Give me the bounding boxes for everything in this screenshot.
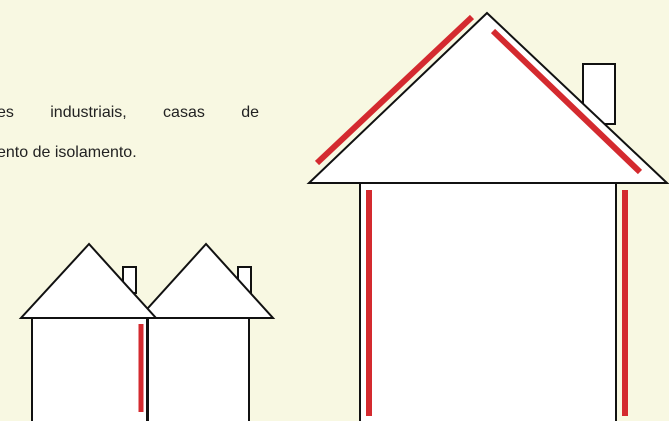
small-house-right bbox=[136, 242, 276, 421]
body-text-line-1: es industriais, casas de bbox=[0, 104, 259, 121]
large-house bbox=[306, 11, 669, 421]
body-text-line-2: ento de isolamento. bbox=[0, 144, 137, 161]
roof-insulation-left bbox=[314, 14, 475, 166]
small-house-left bbox=[18, 242, 159, 421]
small-house-right-walls bbox=[147, 317, 250, 421]
small-house-right-roof bbox=[136, 242, 276, 319]
body-text-line-3: . bbox=[0, 213, 1, 233]
roof-insulation-right bbox=[490, 28, 643, 175]
large-house-walls bbox=[359, 182, 617, 421]
small-house-left-walls bbox=[31, 317, 148, 421]
